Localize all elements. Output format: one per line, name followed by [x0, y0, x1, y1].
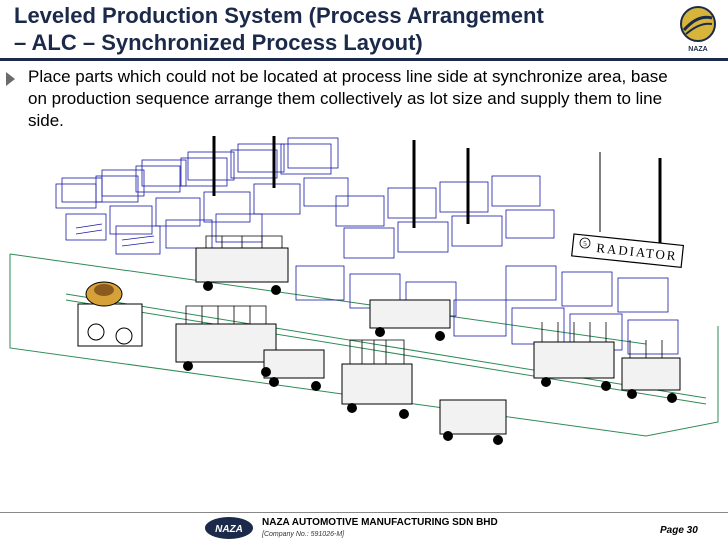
footer-divider: [0, 512, 728, 513]
engine-unit: [77, 281, 143, 347]
footer-naza-logo-icon: NAZA: [205, 517, 253, 539]
title-line-1: Leveled Production System (Process Arran…: [14, 3, 544, 28]
bullet-text: Place parts which could not be located a…: [28, 67, 668, 130]
company-name: NAZA AUTOMOTIVE MANUFACTURING SDN BHD: [262, 517, 498, 528]
transport-carts: [175, 247, 681, 435]
rack-cluster-middle: [295, 175, 555, 317]
company-number: [Company No.: 591026-M]: [262, 531, 345, 538]
footer-logo-text: NAZA: [215, 524, 243, 535]
sign-number: 5: [583, 240, 587, 248]
header-divider: [0, 58, 728, 61]
title-line-2: – ALC – Synchronized Process Layout): [14, 30, 423, 55]
slide-title: Leveled Production System (Process Arran…: [14, 2, 614, 56]
radiator-sign: 5 RADIATOR: [571, 233, 685, 269]
logo-text: NAZA: [688, 46, 707, 53]
bullet-arrow-icon: [6, 72, 15, 86]
rack-cluster-left: [55, 137, 349, 255]
process-layout-diagram: 5 RADIATOR: [9, 136, 719, 445]
rack-cluster-right: [453, 265, 679, 355]
naza-logo-icon: NAZA: [680, 6, 716, 53]
page-number: Page 30: [660, 525, 698, 536]
cart-wheels: [183, 281, 677, 445]
cart-contents: [185, 235, 663, 364]
